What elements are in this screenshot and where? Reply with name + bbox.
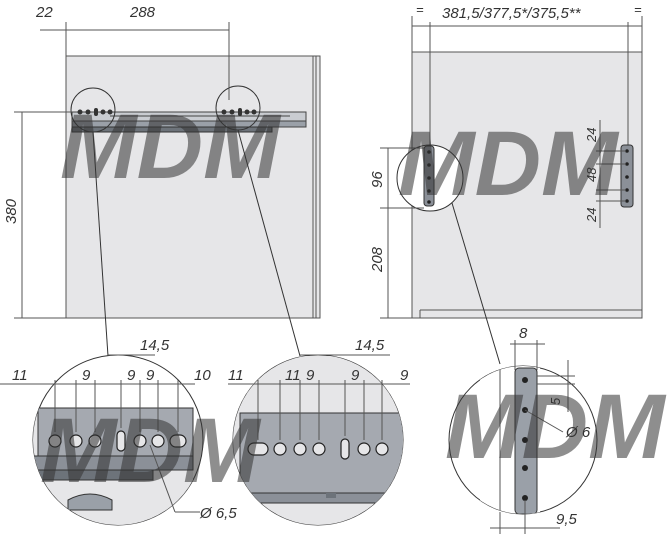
dim-rear-14-5: 14,5 bbox=[140, 337, 170, 354]
detail-front-dim-lines bbox=[228, 354, 410, 440]
top-dimension-lines bbox=[40, 22, 230, 100]
bracket-left-detail bbox=[423, 145, 435, 207]
dim-rear-9a: 9 bbox=[82, 367, 91, 384]
left-elevation: 22 288 380 bbox=[3, 4, 321, 357]
dim-bracket-9-5: 9,5 bbox=[556, 511, 578, 528]
rear-mount-holes bbox=[77, 108, 113, 116]
dim-front-9a: 9 bbox=[306, 367, 315, 384]
dim-width-eq-left: = bbox=[416, 2, 424, 17]
right-elevation: = 381,5/377,5*/375,5** = 96 208 bbox=[369, 2, 643, 365]
dim-208: 208 bbox=[369, 246, 386, 273]
dim-24-bottom: 24 bbox=[584, 208, 599, 223]
leader-front bbox=[237, 129, 301, 357]
drawer-runner bbox=[71, 111, 307, 133]
dim-bracket-5: 5 bbox=[548, 397, 563, 405]
dim-height: 380 bbox=[3, 198, 20, 224]
dim-rear-9b: 9 bbox=[127, 367, 136, 384]
dim-depth: 288 bbox=[129, 4, 156, 21]
width-dimension-lines bbox=[411, 16, 643, 145]
dim-bracket-8: 8 bbox=[519, 325, 528, 342]
watermark-layer: MDM MDM MDM MDM bbox=[40, 96, 667, 502]
dim-front-9c: 9 bbox=[400, 367, 409, 384]
watermark-top-left: MDM bbox=[60, 96, 282, 198]
dim-width: 381,5/377,5*/375,5** bbox=[442, 5, 582, 22]
detail-circle-front: 14,5 11 11 9 9 9 bbox=[228, 337, 410, 526]
dim-front-11b: 11 bbox=[285, 367, 301, 384]
dim-rear-10: 10 bbox=[194, 367, 211, 384]
watermark-bottom-right: MDM bbox=[445, 376, 667, 478]
hole-spacing-lines bbox=[596, 120, 626, 228]
detail-bracket-dim-lines bbox=[490, 340, 575, 534]
front-mount-holes bbox=[221, 108, 257, 116]
leader-rear bbox=[92, 131, 109, 357]
dim-rear-9c: 9 bbox=[146, 367, 155, 384]
dim-48: 48 bbox=[584, 167, 599, 182]
dim-rear-diam: Ø 6,5 bbox=[199, 505, 237, 522]
dim-96: 96 bbox=[369, 171, 386, 188]
dim-width-eq-right: = bbox=[634, 2, 642, 17]
dim-offset: 22 bbox=[35, 4, 53, 21]
vertical-dimension-lines bbox=[380, 147, 424, 319]
watermark-top-right: MDM bbox=[398, 113, 620, 215]
dim-24-top: 24 bbox=[584, 128, 599, 143]
leader-bracket bbox=[451, 202, 501, 365]
dim-front-14-5: 14,5 bbox=[355, 337, 385, 354]
dim-rear-11: 11 bbox=[12, 367, 28, 384]
watermark-bottom-left: MDM bbox=[40, 400, 262, 502]
bracket-right bbox=[620, 144, 634, 208]
detail-rear-dim-lines bbox=[0, 354, 200, 513]
detail-circle-rear: 14,5 11 9 9 9 10 Ø 6,5 bbox=[0, 337, 237, 526]
dim-front-9b: 9 bbox=[351, 367, 360, 384]
dim-front-11a: 11 bbox=[228, 367, 244, 384]
height-dimension-lines bbox=[14, 111, 72, 319]
dim-bracket-diam: Ø 6 bbox=[565, 424, 591, 441]
detail-circle-bracket: 8 5 Ø 6 9,5 bbox=[448, 325, 598, 534]
